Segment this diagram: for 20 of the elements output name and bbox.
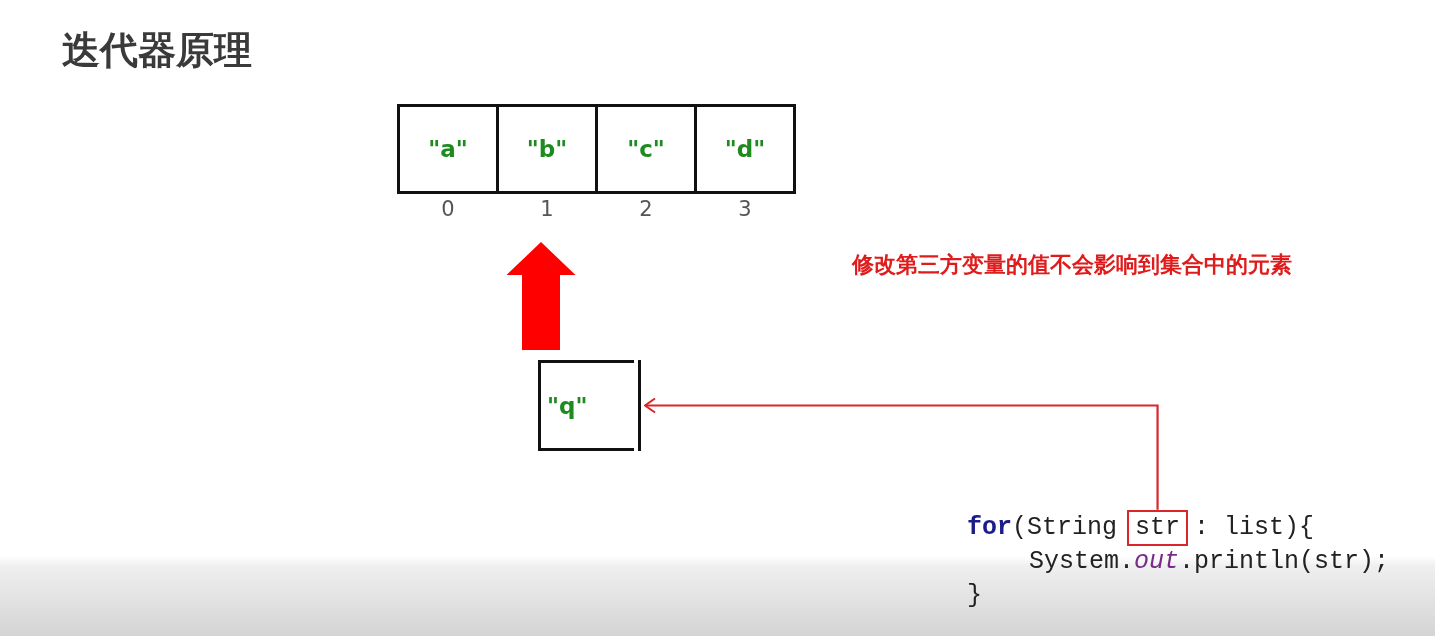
variable-box xyxy=(538,360,642,451)
code-text: for(String xyxy=(967,513,1118,543)
page-title: 迭代器原理 xyxy=(62,31,252,69)
code-text: } xyxy=(967,581,982,611)
index-label: 3 xyxy=(738,197,752,223)
string-value: "q" xyxy=(547,392,588,419)
highlight-box xyxy=(1127,509,1189,547)
block-arrow xyxy=(506,242,576,350)
string-value: "d" xyxy=(724,136,766,162)
code-text: System.out.println(str); xyxy=(1029,547,1390,577)
index-label: 0 xyxy=(441,197,455,223)
index-label: 1 xyxy=(540,197,554,223)
code-text: : list){ xyxy=(1194,513,1315,543)
string-value: "c" xyxy=(627,136,665,162)
index-label: 2 xyxy=(639,197,653,223)
note-text: 修改第三方变量的值不会影响到集合中的元素 xyxy=(852,252,1292,279)
string-value: "b" xyxy=(526,136,568,162)
code-text: str xyxy=(1135,513,1181,543)
string-value: "a" xyxy=(428,136,468,162)
arrow xyxy=(644,397,1159,510)
